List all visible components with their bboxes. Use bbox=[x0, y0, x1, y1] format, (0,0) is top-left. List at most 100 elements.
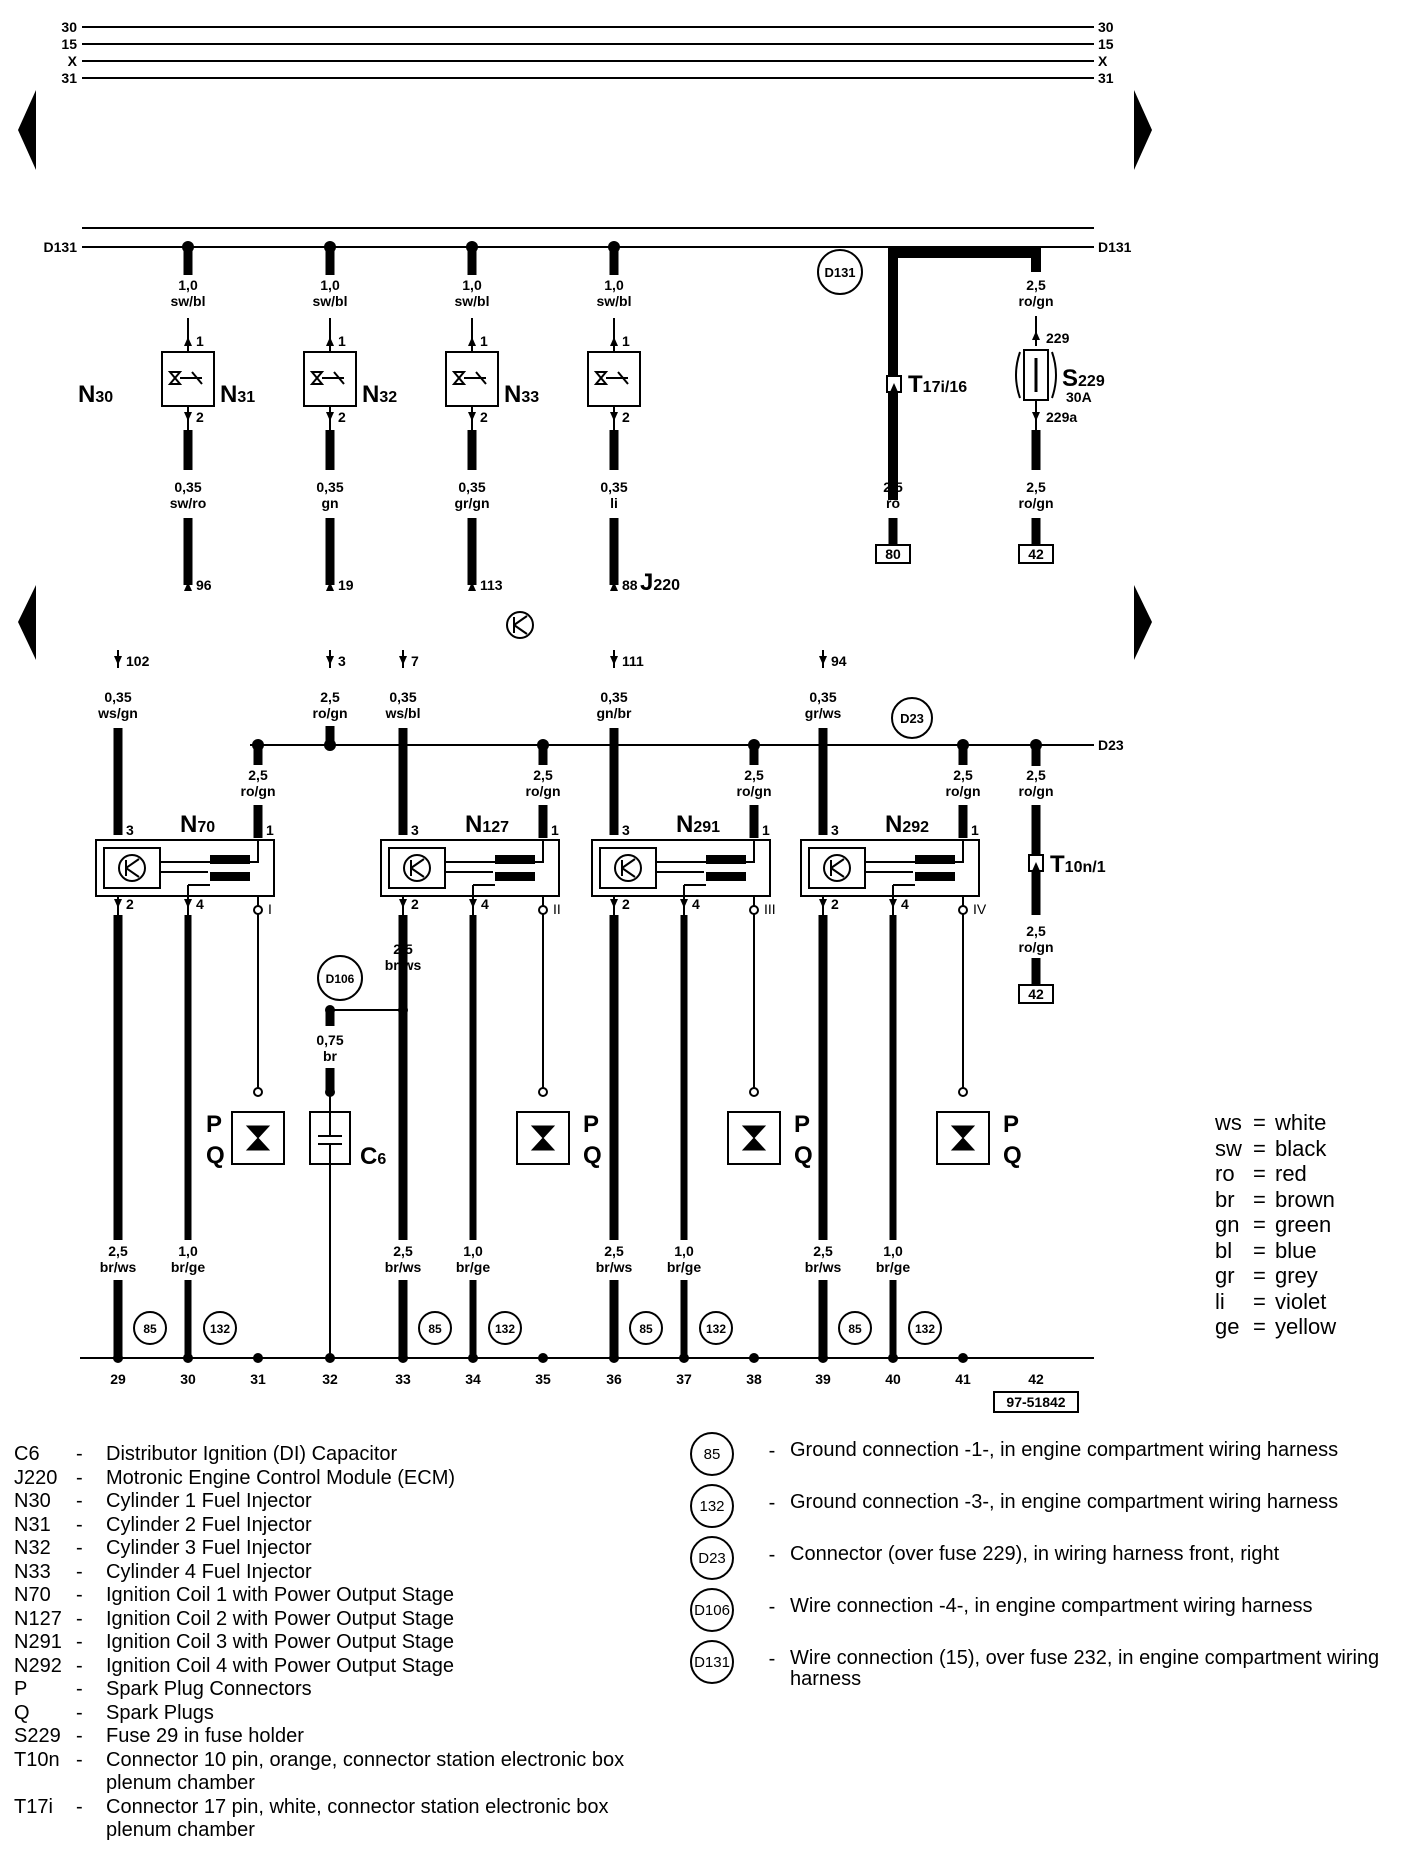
fuse-bracket bbox=[1015, 351, 1057, 399]
fuel-injector-box bbox=[445, 351, 499, 407]
connection-row: 85-Ground connection -1-, in engine comp… bbox=[690, 1432, 1408, 1492]
bus-label-right: 15 bbox=[1098, 36, 1114, 52]
wire-size: 0,35 bbox=[316, 479, 343, 495]
legend-desc: Ignition Coil 4 with Power Output Stage bbox=[106, 1654, 454, 1677]
pin-arrow-icon bbox=[184, 899, 192, 908]
hv-terminal bbox=[253, 905, 263, 915]
pin-number: 1 bbox=[338, 333, 346, 349]
ground-junction bbox=[398, 1353, 408, 1363]
fuse-pin-bottom: 229a bbox=[1046, 409, 1077, 425]
wire-color: ro/gn bbox=[1019, 939, 1054, 955]
ground-85-circle-label: 85 bbox=[143, 1322, 157, 1336]
legend-desc: Cylinder 1 Fuel Injector bbox=[106, 1490, 312, 1512]
wire-color: br/ws bbox=[805, 1259, 842, 1275]
connection-row: 132-Ground connection -3-, in engine com… bbox=[690, 1484, 1408, 1544]
wire-size: 0,35 bbox=[104, 689, 131, 705]
terminal-number: 38 bbox=[746, 1371, 762, 1387]
t17-arrow-icon bbox=[890, 383, 898, 392]
spark-plug-icon bbox=[950, 1125, 976, 1151]
ground-junction bbox=[468, 1353, 478, 1363]
wire-color: br/ge bbox=[171, 1259, 205, 1275]
wire-color: ro bbox=[886, 495, 900, 511]
ref-box-right-label: 42 bbox=[1028, 546, 1044, 562]
spark-plug-terminal bbox=[749, 1087, 759, 1097]
coil-roman-label: II bbox=[553, 901, 561, 917]
page-left-arrow-icon bbox=[18, 90, 36, 170]
coil-pin-3: 3 bbox=[411, 822, 419, 838]
terminal-number: 31 bbox=[250, 1371, 266, 1387]
wire-size: 2,5 bbox=[1026, 923, 1046, 939]
power-stage-icon bbox=[823, 854, 851, 882]
wire-size: 2,5 bbox=[533, 767, 553, 783]
ground-junction bbox=[325, 1353, 335, 1363]
pin-arrow-icon bbox=[184, 412, 192, 421]
coil-pin-4: 4 bbox=[901, 896, 909, 912]
coil-winding bbox=[495, 855, 535, 864]
wire-size: 1,0 bbox=[320, 277, 340, 293]
dash: - bbox=[768, 1648, 776, 1670]
wire-color: ro/gn bbox=[737, 783, 772, 799]
wire-size: 1,0 bbox=[178, 1243, 198, 1259]
coil-pin-4: 4 bbox=[481, 896, 489, 912]
legend-desc: Cylinder 3 Fuel Injector bbox=[106, 1537, 312, 1559]
spark-plug-terminal bbox=[958, 1087, 968, 1097]
wire-color: br/ge bbox=[876, 1259, 910, 1275]
ground-132-circle-label: 132 bbox=[915, 1322, 935, 1336]
ground-132-circle bbox=[908, 1311, 942, 1345]
pin-arrow-icon bbox=[326, 412, 334, 421]
terminal-number: 40 bbox=[885, 1371, 901, 1387]
color-name: black bbox=[1275, 1135, 1327, 1161]
ground-junction bbox=[538, 1353, 548, 1363]
d23-junction bbox=[1030, 739, 1042, 751]
terminal-number: 39 bbox=[815, 1371, 831, 1387]
terminal-number: 35 bbox=[535, 1371, 551, 1387]
doc-number-box bbox=[993, 1391, 1079, 1413]
ref-box-left bbox=[875, 544, 911, 564]
fuse-pin-top: 229 bbox=[1046, 330, 1070, 346]
connection-row: D106-Wire connection -4-, in engine comp… bbox=[690, 1588, 1408, 1648]
wire-color: ro/gn bbox=[1019, 495, 1054, 511]
ref-box-t10 bbox=[1018, 984, 1054, 1004]
legend-code: N127 bbox=[14, 1607, 62, 1630]
legend-desc: Motronic Engine Control Module (ECM) bbox=[106, 1466, 456, 1489]
connection-circle-icon: 85 bbox=[690, 1432, 734, 1476]
dash: - bbox=[76, 1560, 83, 1583]
coil-pin-3: 3 bbox=[622, 822, 630, 838]
spark-plug-connector-label: P bbox=[206, 1111, 222, 1138]
ground-junction bbox=[253, 1353, 263, 1363]
wire-size: 0,35 bbox=[809, 689, 836, 705]
legend-desc: Cylinder 2 Fuel Injector bbox=[106, 1513, 312, 1536]
ecm-symbol-icon-symbol bbox=[513, 615, 528, 635]
dash: - bbox=[76, 1795, 83, 1818]
connection-desc: Wire connection -4-, in engine compartme… bbox=[790, 1595, 1313, 1617]
page-left-arrow-icon bbox=[18, 585, 36, 660]
coil-winding bbox=[210, 855, 250, 864]
ecm-out-pin: 94 bbox=[831, 653, 847, 669]
ecm-pin: 19 bbox=[338, 577, 354, 593]
equals: = bbox=[1253, 1263, 1266, 1288]
ecm-label: J220 bbox=[640, 569, 680, 596]
pin-arrow-icon bbox=[610, 825, 618, 834]
coil-roman-label: III bbox=[764, 901, 776, 917]
legend-row: N32-Cylinder 3 Fuel Injector bbox=[14, 1537, 666, 1561]
spark-plug-label: Q bbox=[206, 1142, 225, 1169]
pin-arrow-icon bbox=[610, 899, 618, 908]
spark-plug-icon bbox=[741, 1125, 767, 1151]
legend-row: N33-Cylinder 4 Fuel Injector bbox=[14, 1561, 666, 1585]
wire-color: br/ws bbox=[100, 1259, 137, 1275]
legend-row: Q-Spark Plugs bbox=[14, 1702, 666, 1726]
wire-size: 2,5 bbox=[604, 1243, 624, 1259]
legend-desc: Distributor Ignition (DI) Capacitor bbox=[106, 1443, 398, 1465]
pin-arrow-icon bbox=[539, 825, 547, 834]
color-name: grey bbox=[1275, 1263, 1318, 1288]
ground-85-circle-label: 85 bbox=[639, 1322, 653, 1336]
coil-winding bbox=[706, 855, 746, 864]
color-key-row: ro=red bbox=[1215, 1161, 1336, 1187]
pin-arrow-icon bbox=[184, 337, 192, 346]
legend-desc: Spark Plugs bbox=[106, 1701, 214, 1724]
color-abbr: sw bbox=[1215, 1135, 1242, 1161]
terminal-number: 32 bbox=[322, 1371, 338, 1387]
injector-valve-icon bbox=[309, 371, 345, 385]
wire-color: sw/bl bbox=[170, 293, 205, 309]
d131-label-right: D131 bbox=[1098, 239, 1132, 255]
